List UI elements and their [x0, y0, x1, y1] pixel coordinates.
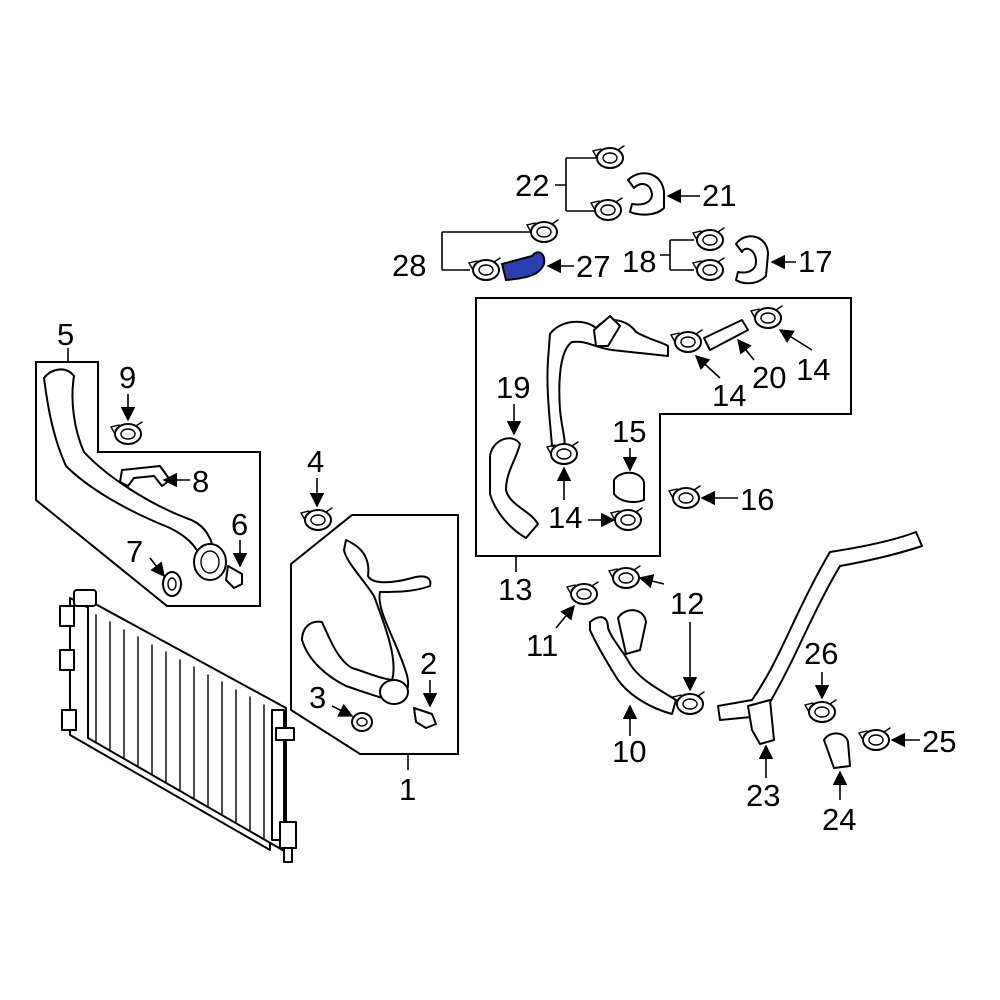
callout-26: 26 — [804, 636, 838, 671]
callout-21: 21 — [702, 178, 736, 213]
callout-14-mid: 14 — [712, 378, 746, 413]
clamp-14d — [610, 507, 643, 531]
callout-20: 18 — [622, 244, 656, 279]
callout-11: 11 — [526, 628, 558, 663]
bracket-22 — [555, 157, 596, 212]
radiator — [59, 589, 297, 863]
callout-5: 5 — [57, 317, 74, 352]
clamp-4 — [300, 507, 333, 531]
o-ring-7 — [162, 571, 182, 597]
clamp-14c — [546, 441, 579, 465]
clamp-12b — [672, 691, 705, 715]
callout-17: 19 — [496, 370, 530, 405]
callout-2: 2 — [420, 646, 437, 681]
callout-24: 24 — [822, 802, 856, 837]
callout-22: 22 — [515, 168, 549, 203]
hose-17 — [489, 437, 539, 539]
pipe-23 — [717, 531, 923, 721]
callout-18: 20 — [752, 360, 786, 395]
callout-9: 9 — [119, 360, 136, 395]
clip-8 — [119, 465, 171, 487]
clamp-14a — [670, 329, 703, 353]
clamp-28b — [468, 257, 501, 281]
hose-18 — [703, 319, 749, 351]
clamp-26 — [804, 699, 837, 723]
callout-1: 1 — [399, 772, 416, 807]
callout-labels: 5 9 8 6 7 4 2 3 1 13 19 15 14 16 14 20 1… — [57, 168, 956, 837]
callout-14-right: 14 — [796, 352, 830, 387]
callout-10: 10 — [612, 734, 646, 769]
clamp-25 — [858, 727, 891, 751]
bracket-20 — [660, 239, 694, 271]
callout-8: 8 — [192, 464, 209, 499]
callout-25: 25 — [922, 724, 956, 759]
leader-lines — [67, 188, 920, 800]
clamp-16 — [668, 485, 701, 509]
clamp-12a — [608, 565, 641, 589]
clamp-20b — [692, 257, 725, 281]
callout-28: 28 — [392, 248, 426, 283]
hose-10 — [589, 616, 677, 715]
callout-12: 12 — [670, 586, 704, 621]
clip-6 — [225, 565, 243, 589]
hose-21 — [627, 172, 665, 216]
elbow-24 — [823, 732, 851, 769]
clamp-11 — [566, 581, 599, 605]
hose-5-end — [193, 543, 227, 581]
callout-19: 17 — [798, 244, 832, 279]
group-box-5 — [35, 361, 261, 607]
elbow-15 — [613, 471, 645, 503]
clamp-28a — [526, 219, 559, 243]
callout-3: 3 — [309, 680, 326, 715]
clamp-22a — [592, 145, 625, 169]
callout-7: 7 — [126, 534, 143, 569]
hose-10-upper — [617, 609, 647, 655]
hose-19 — [735, 235, 769, 285]
bracket-23 — [747, 699, 775, 745]
callout-23: 23 — [746, 778, 780, 813]
callout-16: 16 — [740, 482, 774, 517]
hose-1-end — [379, 679, 409, 705]
group-box-13 — [475, 297, 852, 557]
clamp-22b — [590, 197, 623, 221]
bracket-13 — [593, 315, 621, 347]
clamp-9 — [110, 421, 143, 445]
callout-4: 4 — [307, 444, 324, 479]
o-ring-3 — [351, 712, 373, 732]
callout-6: 6 — [231, 507, 248, 542]
hose-1 — [301, 539, 432, 702]
hose-27-highlighted[interactable] — [500, 251, 546, 282]
hose-5 — [43, 368, 215, 561]
bracket-28 — [441, 231, 532, 271]
clip-2 — [413, 707, 437, 729]
clamp-20a — [692, 227, 725, 251]
callout-13: 13 — [498, 572, 532, 607]
group-box-1 — [290, 514, 459, 755]
callout-15: 15 — [612, 414, 646, 449]
clamp-14b — [750, 305, 783, 329]
callout-27-highlighted[interactable]: 27 — [576, 249, 610, 284]
callout-14-lower: 14 — [548, 500, 582, 535]
